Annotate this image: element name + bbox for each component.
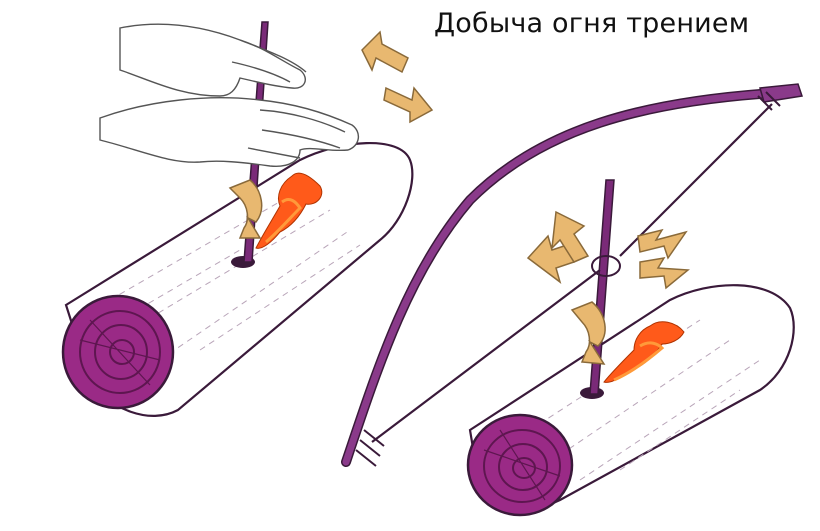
string-loop (591, 255, 621, 277)
push-pull-arrows (361, 30, 434, 124)
hands (99, 23, 359, 167)
left-log-grain (109, 189, 361, 361)
upper-hand (119, 23, 306, 97)
bowstring (371, 103, 773, 443)
push-arrow-bottom (639, 256, 690, 290)
right-log-end (466, 413, 574, 517)
left-rotation-arrow (228, 179, 263, 239)
left-flame (255, 172, 323, 249)
page-title: Добыча огня трением (434, 8, 750, 39)
hand-drill-scene (61, 21, 434, 417)
push-arrow-top (637, 228, 688, 260)
right-rotation-arrow (570, 301, 606, 365)
bow-drill-scene (341, 83, 803, 517)
bow-knot-bottom (355, 429, 385, 467)
left-log-end (61, 294, 175, 410)
bow-knot-top (757, 91, 781, 111)
